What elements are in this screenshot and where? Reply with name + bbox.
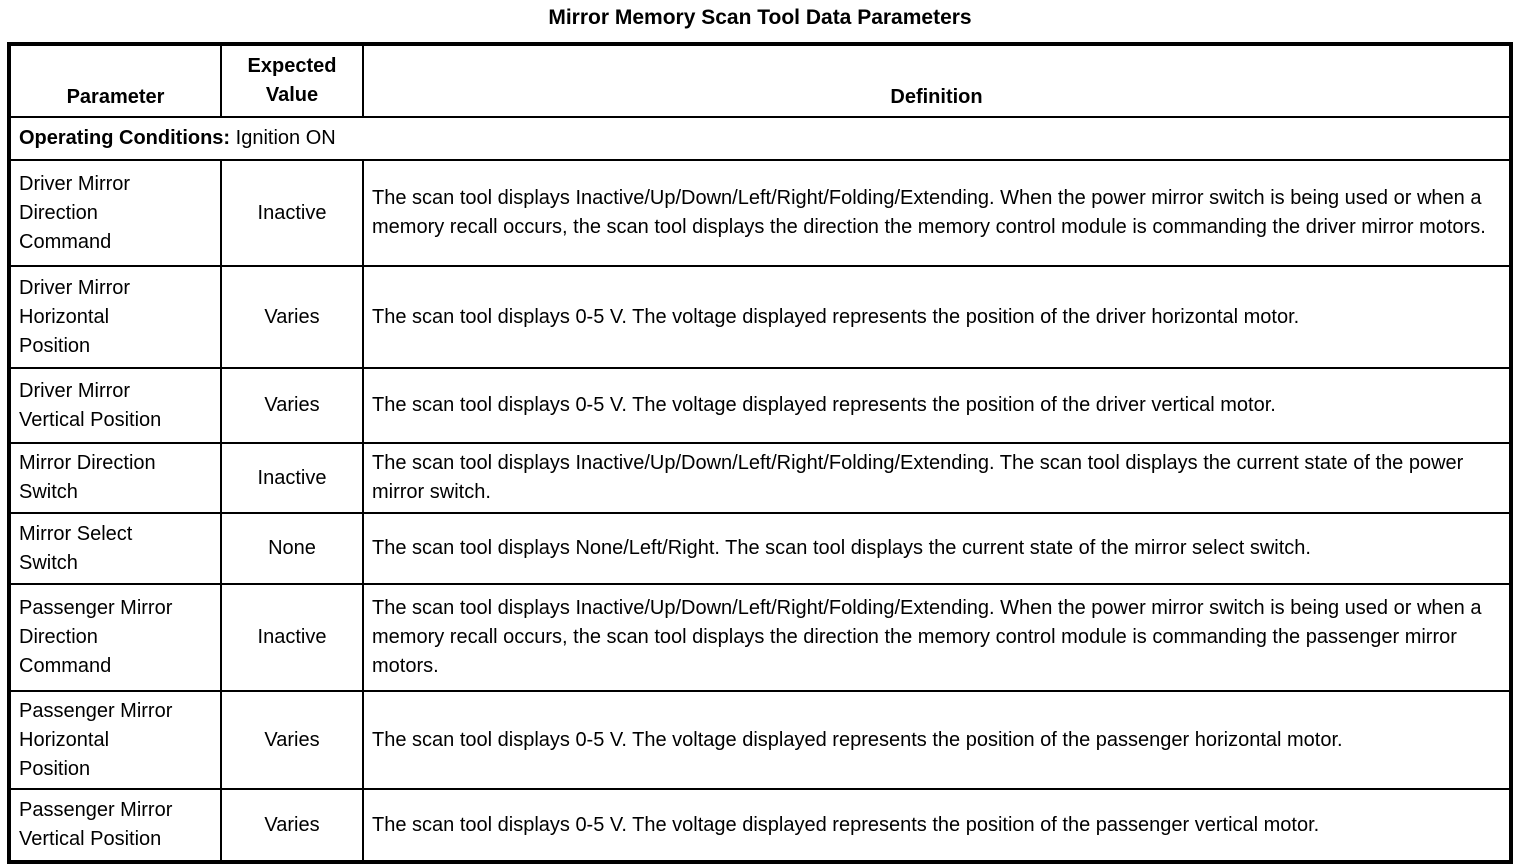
expected-value-cell: Varies	[220, 690, 364, 790]
expected-value-cell: Inactive	[220, 159, 364, 267]
expected-value-cell: None	[220, 512, 364, 585]
definition-cell: The scan tool displays Inactive/Up/Down/…	[362, 442, 1512, 514]
table-row: Driver Mirror Direction Command Inactive…	[8, 159, 1512, 267]
table-row: Driver Mirror Vertical Position Varies T…	[8, 367, 1512, 444]
column-header-expected-value: Expected Value	[220, 43, 364, 118]
expected-value-cell: Inactive	[220, 583, 364, 692]
table-header-row: Parameter Expected Value Definition	[8, 43, 1512, 118]
parameter-cell: Mirror Select Switch	[8, 512, 222, 585]
parameter-cell: Driver Mirror Vertical Position	[8, 367, 222, 444]
parameter-cell: Passenger Mirror Direction Command	[8, 583, 222, 692]
operating-conditions-value: Ignition ON	[230, 127, 336, 149]
parameter-cell: Driver Mirror Horizontal Position	[8, 265, 222, 369]
definition-cell: The scan tool displays Inactive/Up/Down/…	[362, 159, 1512, 267]
expected-value-cell: Varies	[220, 788, 364, 863]
expected-value-cell: Inactive	[220, 442, 364, 514]
definition-cell: The scan tool displays 0-5 V. The voltag…	[362, 788, 1512, 863]
parameter-cell: Passenger Mirror Vertical Position	[8, 788, 222, 863]
table-row: Driver Mirror Horizontal Position Varies…	[8, 265, 1512, 369]
parameter-cell: Mirror Direction Switch	[8, 442, 222, 514]
parameter-cell: Driver Mirror Direction Command	[8, 159, 222, 267]
definition-cell: The scan tool displays 0-5 V. The voltag…	[362, 367, 1512, 444]
table-row: Mirror Select Switch None The scan tool …	[8, 512, 1512, 585]
definition-cell: The scan tool displays 0-5 V. The voltag…	[362, 265, 1512, 369]
definition-cell: The scan tool displays Inactive/Up/Down/…	[362, 583, 1512, 692]
operating-conditions-row: Operating Conditions: Ignition ON	[8, 116, 1512, 161]
table-row: Passenger Mirror Horizontal Position Var…	[8, 690, 1512, 790]
operating-conditions-cell: Operating Conditions: Ignition ON	[8, 116, 1512, 161]
scan-tool-data-table: Parameter Expected Value Definition Oper…	[7, 42, 1513, 864]
table-row: Mirror Direction Switch Inactive The sca…	[8, 442, 1512, 514]
expected-value-cell: Varies	[220, 367, 364, 444]
column-header-definition: Definition	[362, 43, 1512, 118]
table-row: Passenger Mirror Direction Command Inact…	[8, 583, 1512, 692]
operating-conditions-label: Operating Conditions:	[19, 127, 231, 149]
definition-cell: The scan tool displays None/Left/Right. …	[362, 512, 1512, 585]
column-header-parameter: Parameter	[8, 43, 222, 118]
page-title: Mirror Memory Scan Tool Data Parameters	[548, 6, 972, 29]
table-row: Passenger Mirror Vertical Position Varie…	[8, 788, 1512, 863]
definition-cell: The scan tool displays 0-5 V. The voltag…	[362, 690, 1512, 790]
parameter-cell: Passenger Mirror Horizontal Position	[8, 690, 222, 790]
expected-value-cell: Varies	[220, 265, 364, 369]
